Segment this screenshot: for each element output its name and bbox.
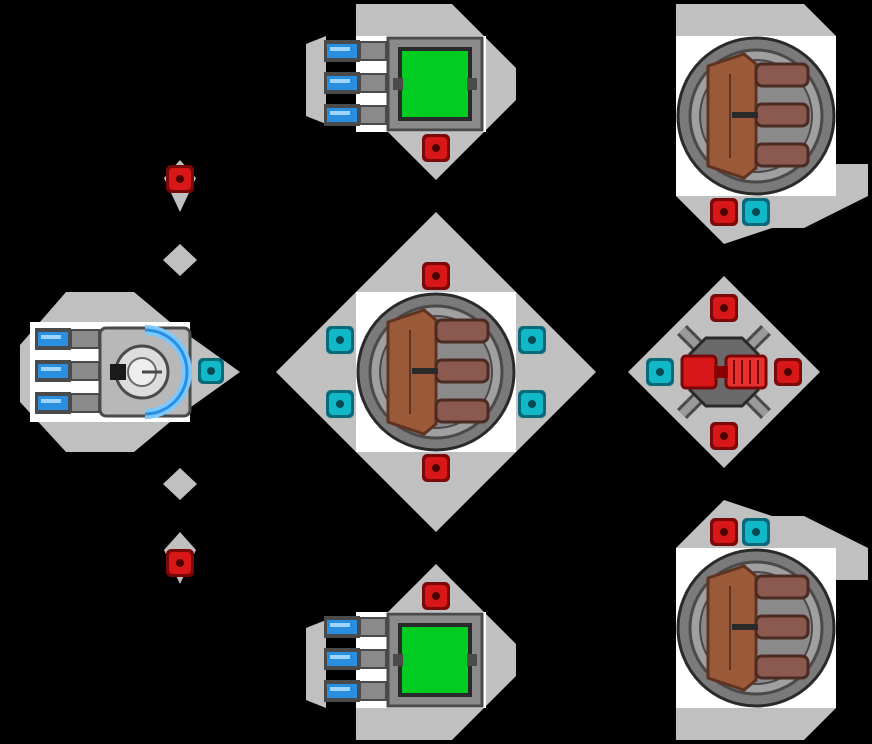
red-slot-icon[interactable] <box>166 165 194 193</box>
thruster-icon <box>324 680 387 702</box>
thruster-icon <box>324 40 387 62</box>
cyan-slot-icon[interactable] <box>646 358 674 386</box>
diamond-icon <box>163 244 197 276</box>
thruster-icon <box>324 648 387 670</box>
turret-module-top-right[interactable] <box>676 4 868 244</box>
turret-module-hull <box>676 708 836 740</box>
thruster-icon <box>35 392 100 414</box>
cyan-slot-icon[interactable] <box>742 198 770 226</box>
thruster-bank <box>35 328 100 414</box>
screen-module-top[interactable] <box>306 4 516 180</box>
cyan-slot-icon[interactable] <box>198 358 224 384</box>
red-slot-icon[interactable] <box>710 294 738 322</box>
turret-module-center[interactable] <box>276 212 596 532</box>
screen-module-hull <box>306 36 326 124</box>
turret-module-bottom-right[interactable] <box>676 500 868 740</box>
cyan-slot-icon[interactable] <box>742 518 770 546</box>
thruster-bank <box>324 40 387 126</box>
red-slot-icon[interactable] <box>422 454 450 482</box>
red-slot-icon[interactable] <box>166 549 194 577</box>
left-marker-column <box>163 160 197 584</box>
turret-icon <box>676 36 836 196</box>
shield-icon <box>98 325 192 419</box>
thruster-icon <box>324 72 387 94</box>
cyan-slot-icon[interactable] <box>326 390 354 418</box>
red-slot-icon[interactable] <box>710 518 738 546</box>
red-slot-icon[interactable] <box>710 198 738 226</box>
diamond-icon <box>163 468 197 500</box>
laser-module[interactable] <box>628 276 820 468</box>
screen-module-hull <box>306 620 326 708</box>
red-slot-icon[interactable] <box>710 422 738 450</box>
thruster-icon <box>324 104 387 126</box>
laser-icon <box>677 325 771 419</box>
screen-module-bottom[interactable] <box>306 564 516 740</box>
cyan-slot-icon[interactable] <box>518 390 546 418</box>
thruster-icon <box>324 616 387 638</box>
thruster-icon <box>35 328 100 350</box>
cyan-slot-icon[interactable] <box>326 326 354 354</box>
red-slot-icon[interactable] <box>422 262 450 290</box>
red-slot-icon[interactable] <box>422 582 450 610</box>
engine-ship[interactable] <box>20 292 240 452</box>
thruster-icon <box>35 360 100 382</box>
thruster-bank <box>324 616 387 702</box>
red-slot-icon[interactable] <box>422 134 450 162</box>
cyan-slot-icon[interactable] <box>518 326 546 354</box>
turret-icon <box>356 292 516 452</box>
turret-icon <box>676 548 836 708</box>
screen-icon <box>386 36 484 132</box>
red-slot-icon[interactable] <box>774 358 802 386</box>
screen-icon <box>386 612 484 708</box>
